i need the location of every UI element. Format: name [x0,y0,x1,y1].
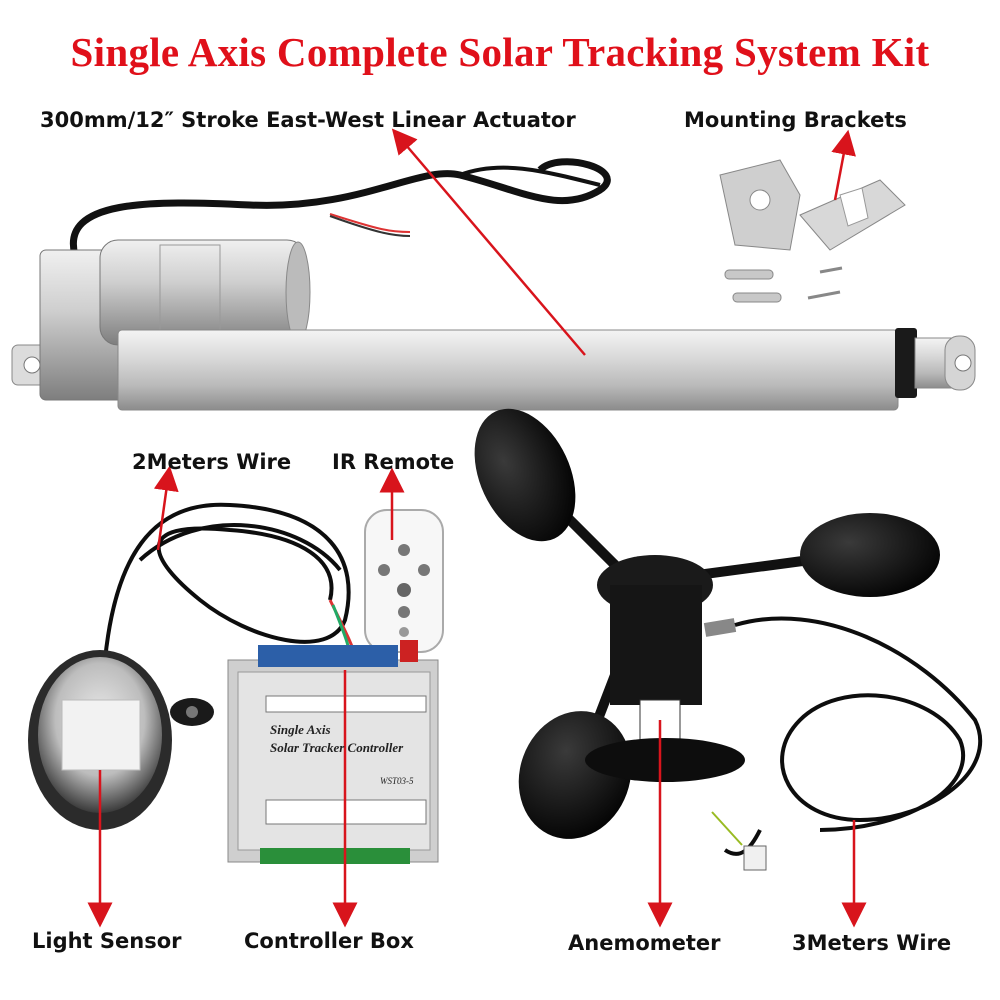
label-light-sensor: Light Sensor [32,929,182,953]
label-controller-box: Controller Box [244,929,414,953]
label-brackets: Mounting Brackets [684,108,907,132]
controller-line1: Single Axis [270,722,331,737]
callout-arrows [87,128,867,928]
linear-actuator [11,158,976,411]
page-title: Single Axis Complete Solar Tracking Syst… [70,29,930,75]
label-3m-wire: 3Meters Wire [792,931,952,955]
light-sensor [28,502,362,830]
label-ir-remote: IR Remote [332,450,455,474]
label-anemometer: Anemometer [568,931,721,955]
arrow-actuator [391,128,586,356]
controller-model: WST03-5 [380,776,414,786]
arrow-2m-wire [153,465,179,551]
arrow-brackets [831,129,856,201]
controller-line2: Solar Tracker Controller [270,740,404,755]
mounting-brackets [719,159,906,303]
label-actuator: 300mm/12″ Stroke East-West Linear Actuat… [40,108,576,132]
controller-box [227,640,439,864]
anemometer [474,408,940,839]
ir-remote [364,509,444,653]
three-meter-wire [711,616,983,871]
label-2m-wire: 2Meters Wire [132,450,292,474]
